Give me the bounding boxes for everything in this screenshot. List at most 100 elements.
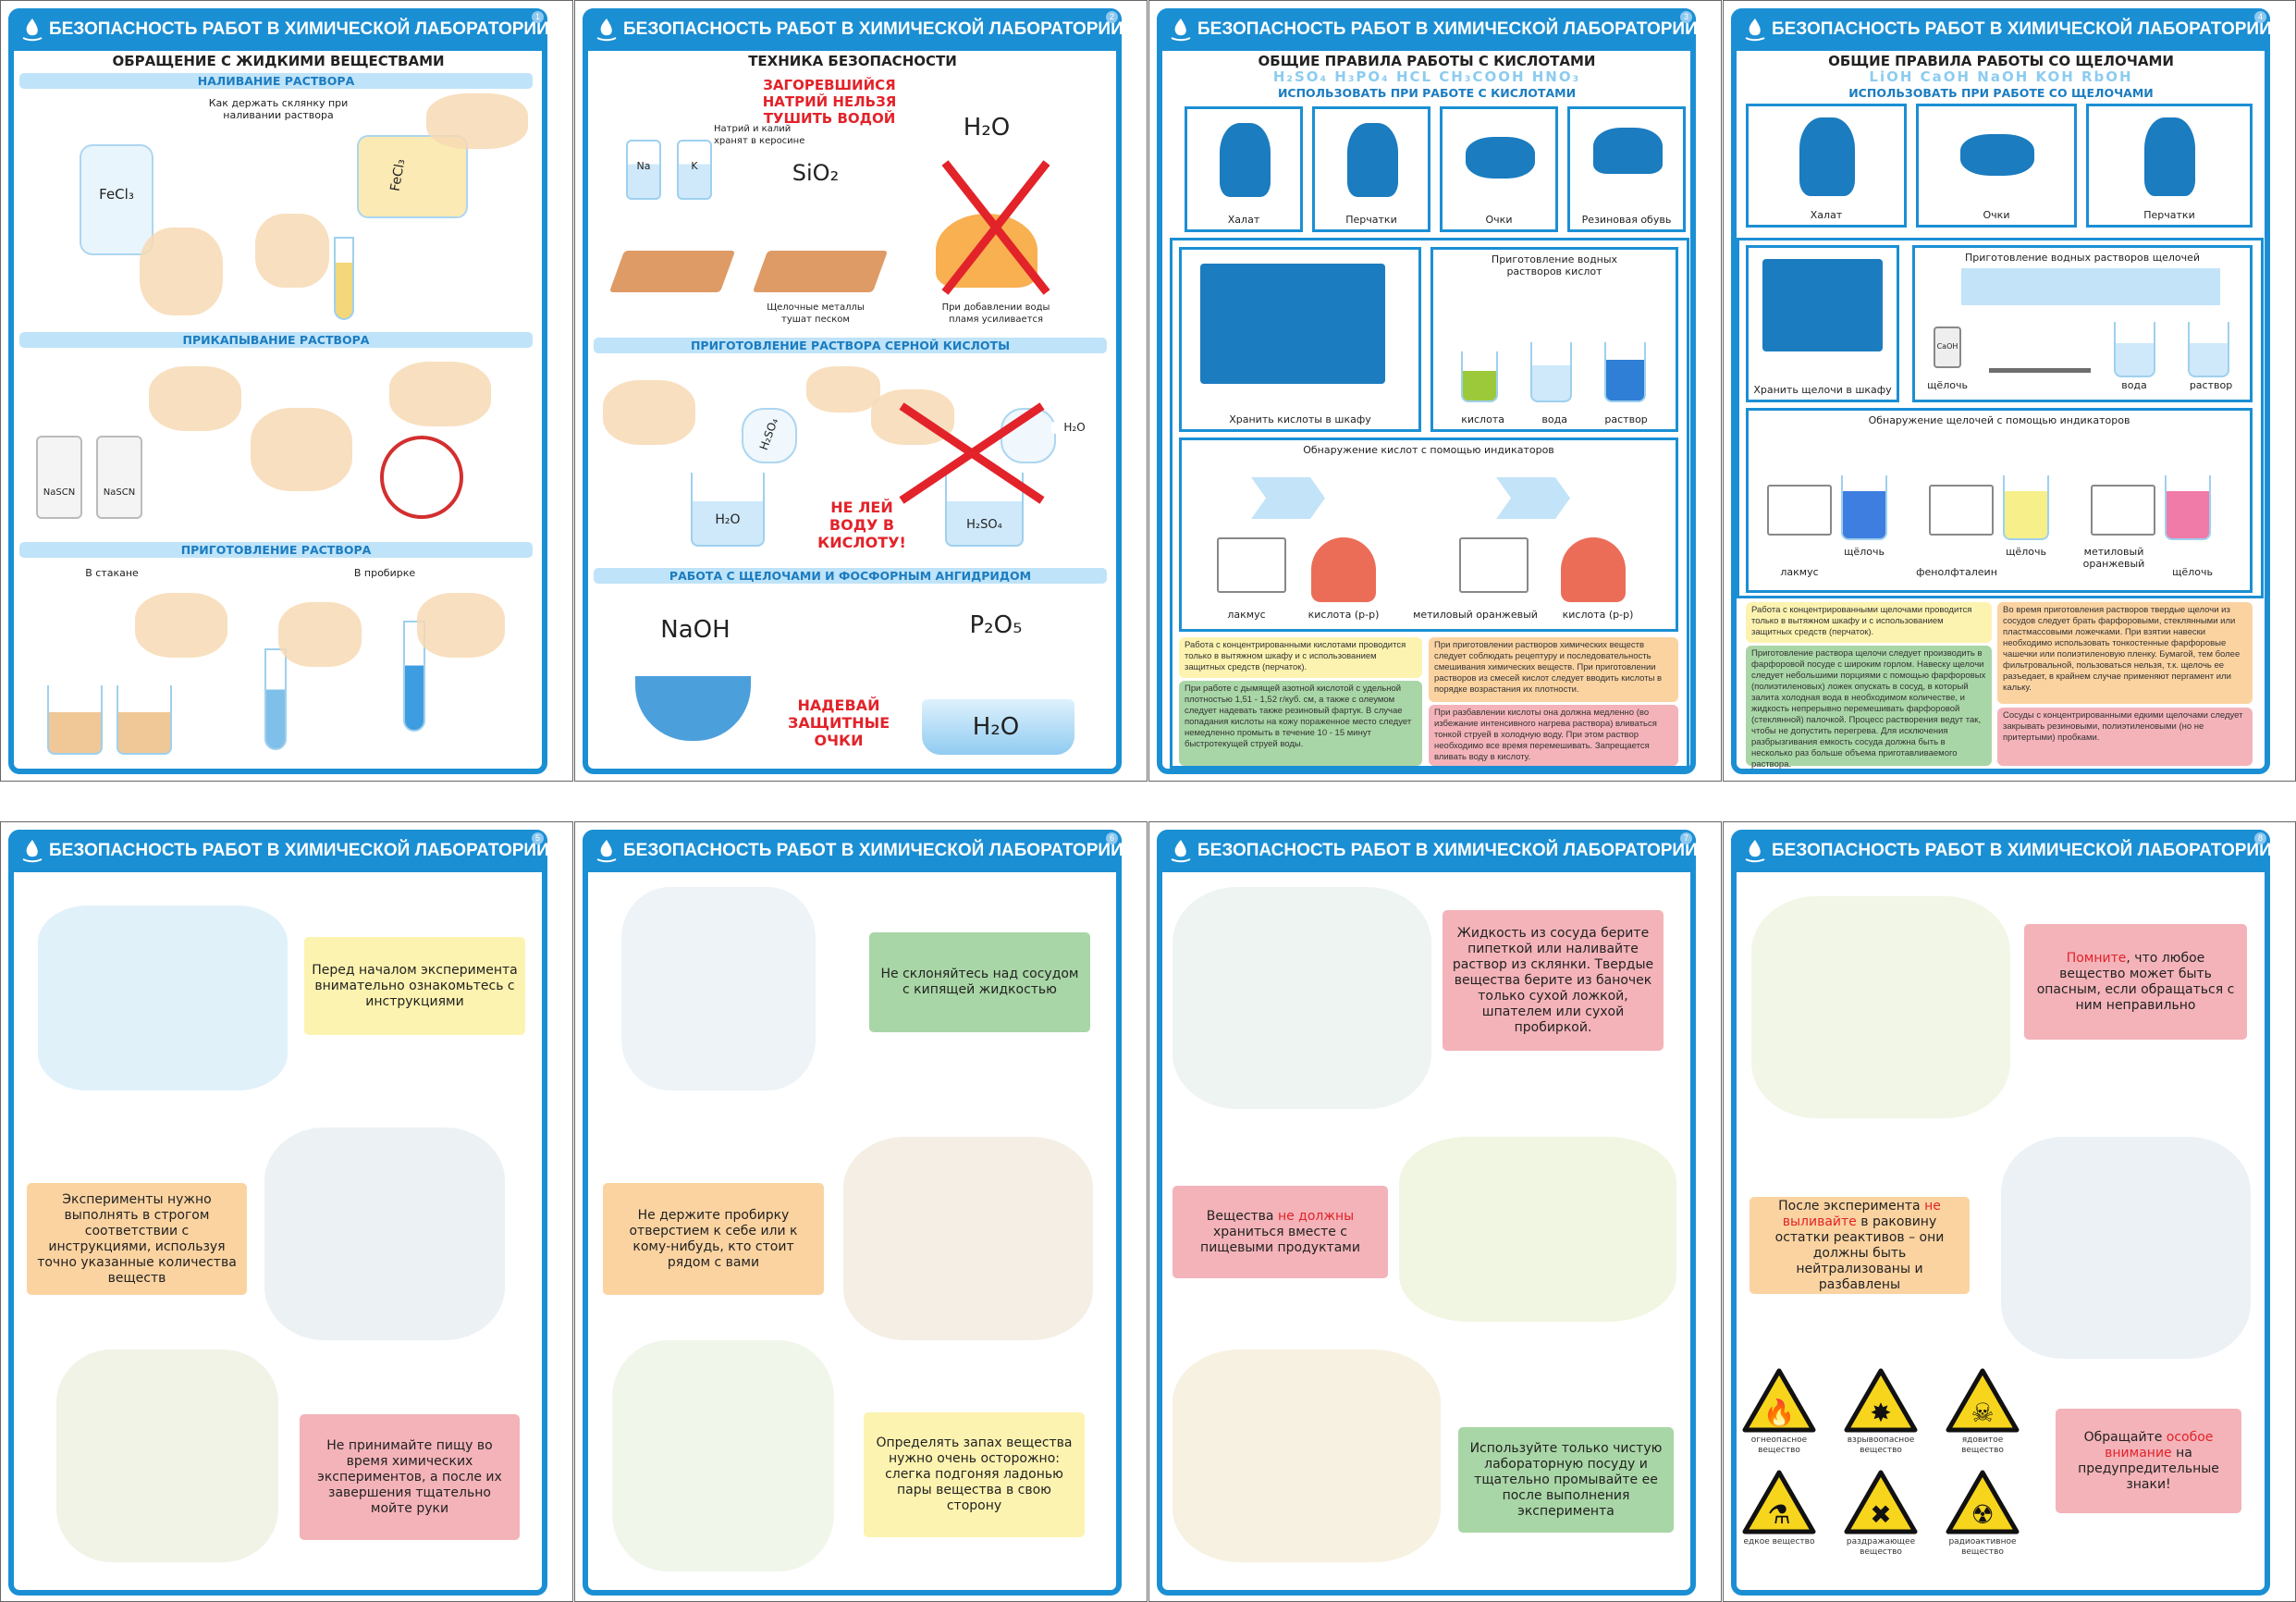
note-pink: Сосуды с концентрированными едкими щелоч… bbox=[1997, 708, 2253, 766]
k-label: K bbox=[691, 160, 698, 172]
hazard-sign-flammable: 🔥огнеопасное вещество bbox=[1737, 1368, 1821, 1456]
ppe-boots: Резиновая обувь bbox=[1567, 106, 1686, 232]
text: , что любое вещество может быть опасным,… bbox=[2036, 950, 2235, 1013]
boots-icon bbox=[1593, 128, 1663, 174]
hazard-sign-label: огнеопасное вещество bbox=[1750, 1436, 1808, 1455]
poster-number: 6 bbox=[1106, 832, 1118, 844]
poster-header: БЕЗОПАСНОСТЬ РАБОТ В ХИМИЧЕСКОЙ ЛАБОРАТО… bbox=[1731, 830, 2272, 872]
monster-flask-illustration bbox=[1751, 896, 2010, 1118]
coat-icon bbox=[1220, 123, 1271, 197]
band-dropping: ПРИКАПЫВАНИЕ РАСТВОРА bbox=[19, 332, 533, 348]
nascn-label-2: NaSCN bbox=[103, 487, 136, 498]
flask-icon bbox=[1461, 351, 1498, 402]
section-title: ТЕХНИКА БЕЗОПАСНОСТИ bbox=[748, 53, 957, 69]
caption-water-flame: При добавлении воды пламя усиливается bbox=[941, 302, 1050, 325]
reading-instructions-illustration bbox=[38, 906, 288, 1091]
note-orange: Во время приготовления растворов твердые… bbox=[1997, 602, 2253, 704]
flame-illustration bbox=[936, 214, 1037, 288]
poster-number: 8 bbox=[2254, 832, 2266, 844]
poster-5-instructions: БЕЗОПАСНОСТЬ РАБОТ В ХИМИЧЕСКОЙ ЛАБОРАТО… bbox=[0, 821, 573, 1602]
dirty-glassware-illustration bbox=[1173, 1349, 1441, 1562]
cabinet-icon bbox=[1762, 259, 1883, 351]
ppe-coat: Халат bbox=[1746, 104, 1907, 228]
message-no-food-storage: Вещества не должны храниться вместе с пи… bbox=[1173, 1186, 1388, 1278]
ppe-coat: Халат bbox=[1185, 106, 1303, 232]
message-tube-direction: Не держите пробирку отверстием к себе ил… bbox=[603, 1183, 824, 1295]
hand-illustration bbox=[251, 408, 352, 491]
use-with-alkalis: ИСПОЛЬЗОВАТЬ ПРИ РАБОТЕ СО ЩЕЛОЧАМИ bbox=[1848, 86, 2154, 100]
hazard-sign-label: взрывоопасное вещество bbox=[1847, 1436, 1915, 1455]
note-pink: При разбавлении кислоты она должна медле… bbox=[1429, 705, 1678, 766]
arrow-icon bbox=[1961, 268, 2220, 305]
bottle-illustration bbox=[96, 436, 142, 519]
bottle-illustration bbox=[36, 436, 82, 519]
ppe-gloves: Перчатки bbox=[2086, 104, 2253, 228]
poster-header: БЕЗОПАСНОСТЬ РАБОТ В ХИМИЧЕСКОЙ ЛАБОРАТО… bbox=[8, 830, 549, 872]
text: Вещества bbox=[1206, 1208, 1278, 1224]
smelling-illustration bbox=[612, 1340, 834, 1571]
note-yellow: Работа с концентрированными кислотами пр… bbox=[1179, 637, 1422, 678]
jar-illustration bbox=[626, 140, 661, 200]
basin-illustration bbox=[922, 699, 1074, 755]
label-solution: раствор bbox=[1604, 413, 1648, 425]
label-acid: кислота bbox=[1461, 413, 1504, 425]
hand-illustration bbox=[417, 593, 505, 658]
boiling-flask-illustration bbox=[621, 887, 816, 1091]
hand-illustration bbox=[140, 228, 223, 315]
ppe-label: Очки bbox=[1485, 214, 1513, 226]
corrosive-icon: ⚗ bbox=[1742, 1470, 1816, 1534]
cross-out-icon bbox=[899, 402, 1045, 504]
section-title: ОБЩИЕ ПРАВИЛА РАБОТЫ С КИСЛОТАМИ bbox=[1258, 53, 1596, 69]
note-green: При работе с дымящей азотной кислотой с … bbox=[1179, 681, 1422, 766]
note-yellow: Работа с концентрированными щелочами про… bbox=[1746, 602, 1992, 643]
pipette-scientists-illustration bbox=[1173, 887, 1431, 1109]
beaker-yellow-icon bbox=[2003, 475, 2049, 540]
h2o-label: H₂O bbox=[963, 114, 1011, 142]
poster-7-storage-cleanliness: БЕЗОПАСНОСТЬ РАБОТ В ХИМИЧЕСКОЙ ЛАБОРАТО… bbox=[1148, 821, 1722, 1602]
message-smell-carefully: Определять запах вещества нужно очень ос… bbox=[864, 1412, 1085, 1537]
poster-number: 4 bbox=[2254, 11, 2266, 23]
ppe-label: Халат bbox=[1810, 209, 1843, 221]
prep-box: Приготовление водных растворов щелочей C… bbox=[1912, 245, 2253, 402]
h2o-bowl-label: H₂O bbox=[972, 713, 1020, 741]
message-clean-glassware: Используйте только чистую лабораторную п… bbox=[1458, 1427, 1674, 1533]
hazard-sign-label: раздражающее вещество bbox=[1846, 1537, 1916, 1557]
flame-logo-icon bbox=[596, 840, 617, 863]
header-title: БЕЗОПАСНОСТЬ РАБОТ В ХИМИЧЕСКОЙ ЛАБОРАТО… bbox=[49, 19, 549, 39]
nascn-label: NaSCN bbox=[43, 487, 76, 498]
hand-illustration bbox=[135, 593, 227, 658]
note-green: Приготовление раствора щелочи следует пр… bbox=[1746, 646, 1992, 770]
poster-header: БЕЗОПАСНОСТЬ РАБОТ В ХИМИЧЕСКОЙ ЛАБОРАТО… bbox=[1157, 830, 1698, 872]
hazard-sign-toxic: ☠ядовитое вещество bbox=[1941, 1368, 2024, 1456]
ppe-label: Перчатки bbox=[2143, 209, 2195, 221]
flame-logo-icon bbox=[1171, 840, 1191, 863]
svg-text:☠: ☠ bbox=[1971, 1398, 1994, 1428]
test-tube-illustration bbox=[403, 621, 425, 732]
explosive-icon: ✸ bbox=[1844, 1368, 1918, 1433]
message-remember: Помните, что любое вещество может быть о… bbox=[2024, 924, 2247, 1040]
label-acid-solution: кислота (р-р) bbox=[1562, 609, 1634, 621]
beaker-blue-icon bbox=[1841, 475, 1887, 540]
poster-header: БЕЗОПАСНОСТЬ РАБОТ В ХИМИЧЕСКОЙ ЛАБОРАТО… bbox=[8, 8, 549, 51]
text: на предупредительные знаки! bbox=[2078, 1445, 2219, 1492]
test-tube-rack-icon bbox=[1217, 537, 1286, 593]
poster-header: БЕЗОПАСНОСТЬ РАБОТ В ХИМИЧЕСКОЙ ЛАБОРАТО… bbox=[583, 830, 1123, 872]
ppe-label: Очки bbox=[1983, 209, 2010, 221]
header-title: БЕЗОПАСНОСТЬ РАБОТ В ХИМИЧЕСКОЙ ЛАБОРАТО… bbox=[623, 19, 1123, 39]
label-methyl-orange: метиловый оранжевый bbox=[1413, 609, 1538, 621]
coat-icon bbox=[1799, 117, 1855, 196]
label-alkali: щёлочь bbox=[1844, 546, 1885, 558]
hazard-sign-explosive: ✸ взрывоопасное вещество bbox=[1839, 1368, 1922, 1456]
label-alkali: щёлочь bbox=[2172, 566, 2213, 578]
radioactive-icon: ☢ bbox=[1946, 1470, 2020, 1534]
flame-logo-icon bbox=[1745, 18, 1765, 42]
poster-number: 5 bbox=[532, 832, 544, 844]
bottle-pour-illustration bbox=[357, 135, 468, 218]
rules-frame bbox=[1170, 238, 1689, 769]
svg-text:✸: ✸ bbox=[1870, 1398, 1891, 1428]
hand-illustration bbox=[149, 366, 241, 431]
message-no-food: Не принимайте пищу во время химических э… bbox=[300, 1414, 520, 1540]
poster-number: 2 bbox=[1106, 11, 1118, 23]
beaker-illustration bbox=[691, 473, 765, 547]
na-label: Na bbox=[636, 160, 651, 172]
